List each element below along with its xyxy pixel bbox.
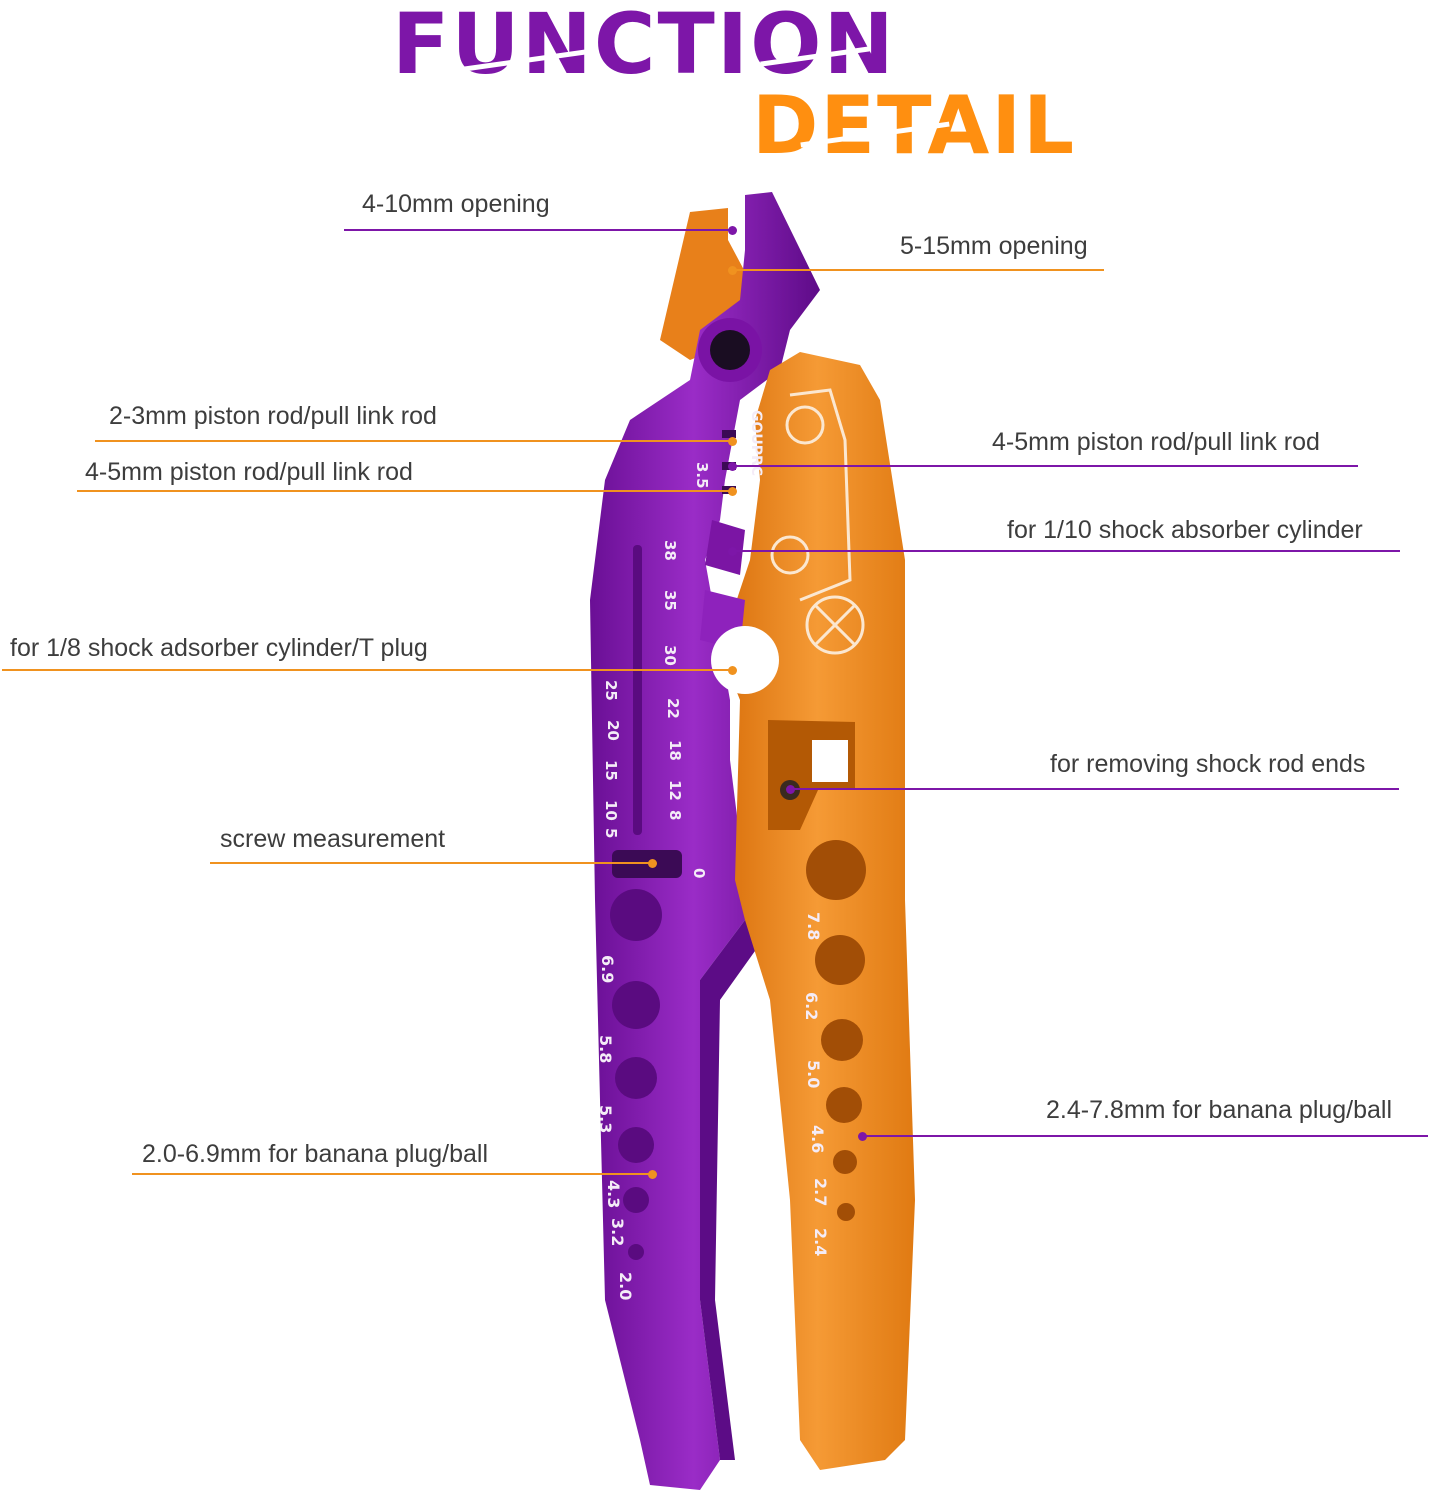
jaw-marking: 3.5 bbox=[693, 462, 711, 489]
callout-line bbox=[210, 862, 652, 864]
title-function: FUNCTION bbox=[392, 0, 896, 93]
hole-size-mark: 6.2 bbox=[802, 992, 821, 1020]
callout-dot bbox=[728, 487, 737, 496]
callout-line bbox=[95, 440, 732, 442]
orange-handle bbox=[720, 352, 915, 1470]
callout-line bbox=[862, 1135, 1428, 1137]
callout-dot bbox=[728, 462, 737, 471]
hole-size-mark: 7.8 bbox=[804, 912, 823, 940]
hole-size-mark: 5.8 bbox=[596, 1035, 615, 1063]
callout-line bbox=[2, 669, 732, 671]
callout-dot bbox=[648, 859, 657, 868]
right-hole-markings: 7.8 6.2 5.0 4.6 2.7 2.4 bbox=[802, 912, 830, 1256]
callout-line bbox=[732, 269, 1104, 271]
ruler-mark: 15 bbox=[602, 760, 620, 781]
callout-shock-rod-ends: for removing shock rod ends bbox=[1050, 750, 1366, 778]
hole-size-mark: 4.6 bbox=[808, 1125, 827, 1153]
callout-rod-2-3mm: 2-3mm piston rod/pull link rod bbox=[109, 402, 437, 430]
callout-dot bbox=[728, 666, 737, 675]
callout-dot bbox=[786, 785, 795, 794]
purple-handle bbox=[590, 192, 820, 1490]
ruler-mark: 20 bbox=[604, 720, 622, 741]
callout-shock-1-10: for 1/10 shock absorber cylinder bbox=[1007, 516, 1363, 544]
hole-size-mark: 2.4 bbox=[811, 1228, 830, 1256]
ruler-mark: 12 bbox=[666, 780, 684, 801]
ruler-markings: 38 35 30 25 22 20 18 15 12 10 8 5 0 bbox=[602, 540, 708, 878]
ruler-mark: 38 bbox=[661, 540, 679, 561]
purple-handle-shade bbox=[700, 900, 770, 1460]
hole-size-mark: 5.0 bbox=[804, 1060, 823, 1088]
callout-screw-measurement: screw measurement bbox=[220, 825, 446, 853]
ruler-slot bbox=[633, 545, 642, 835]
callout-rod-4-5mm-left: 4-5mm piston rod/pull link rod bbox=[85, 458, 413, 486]
hole-size-mark: 3.2 bbox=[608, 1218, 627, 1246]
ruler-mark: 18 bbox=[666, 740, 684, 761]
callout-line bbox=[732, 465, 1358, 467]
hole-size-mark: 2.7 bbox=[811, 1178, 830, 1206]
ruler-mark: 30 bbox=[661, 645, 679, 666]
ruler-mark: 5 bbox=[602, 828, 620, 838]
callout-line bbox=[77, 490, 732, 492]
ruler-mark: 8 bbox=[666, 810, 684, 820]
ruler-mark: 22 bbox=[664, 698, 682, 719]
ruler-mark: 10 bbox=[602, 800, 620, 821]
callout-dot bbox=[728, 547, 737, 556]
callout-shock-1-8: for 1/8 shock adsorber cylinder/T plug bbox=[10, 634, 428, 662]
callout-opening-5-15mm: 5-15mm opening bbox=[900, 232, 1088, 260]
callout-dot bbox=[728, 437, 737, 446]
callout-opening-4-10mm: 4-10mm opening bbox=[362, 190, 550, 218]
rod-notch bbox=[722, 430, 736, 438]
hole-size-mark: 5.3 bbox=[596, 1105, 615, 1133]
callout-banana-right: 2.4-7.8mm for banana plug/ball bbox=[1046, 1096, 1393, 1124]
left-hole-markings: 6.9 5.8 5.3 4.3 3.2 2.0 bbox=[596, 955, 635, 1300]
ruler-mark: 25 bbox=[602, 680, 620, 701]
shock-notch bbox=[705, 520, 745, 575]
hole-size-mark: 4.3 bbox=[604, 1180, 623, 1208]
callout-line bbox=[790, 788, 1399, 790]
callout-dot bbox=[728, 226, 737, 235]
callout-rod-4-5mm-right: 4-5mm piston rod/pull link rod bbox=[992, 428, 1320, 456]
callout-banana-left: 2.0-6.9mm for banana plug/ball bbox=[142, 1140, 489, 1168]
callout-line bbox=[132, 1173, 652, 1175]
brand-engraving: GOUPRC bbox=[748, 410, 764, 476]
shock-cylinder-hole bbox=[711, 626, 779, 694]
callout-line bbox=[732, 550, 1400, 552]
brand-emblem bbox=[770, 388, 865, 655]
hole-size-mark: 6.9 bbox=[598, 955, 617, 983]
screw-gauge-slot bbox=[612, 850, 682, 878]
callout-line bbox=[344, 229, 732, 231]
hole-size-mark: 2.0 bbox=[616, 1272, 635, 1300]
callout-dot bbox=[648, 1170, 657, 1179]
right-holes bbox=[806, 840, 866, 1221]
ruler-mark: 0 bbox=[690, 868, 708, 878]
callout-dot bbox=[858, 1132, 867, 1141]
left-holes bbox=[610, 889, 662, 1260]
ruler-mark: 35 bbox=[661, 590, 679, 611]
callout-dot bbox=[728, 266, 737, 275]
